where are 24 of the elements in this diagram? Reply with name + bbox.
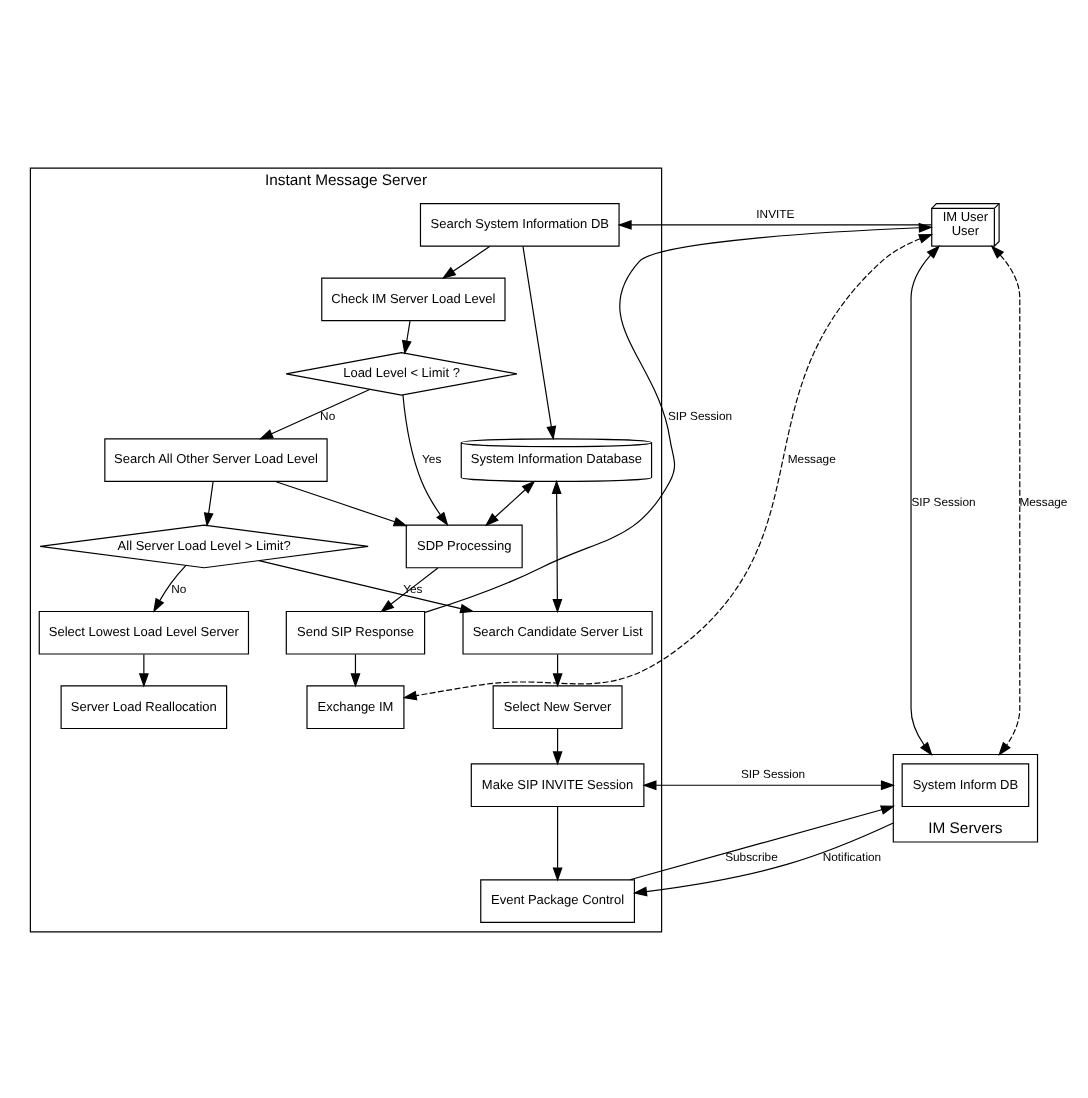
arrow	[138, 652, 149, 687]
arrow	[552, 805, 563, 881]
arrow	[552, 727, 563, 765]
arrow	[350, 652, 361, 687]
arrow	[153, 564, 187, 612]
arrow	[441, 245, 491, 278]
arrow	[629, 804, 895, 880]
arrow	[203, 480, 214, 526]
arrow	[552, 652, 563, 687]
arrow	[485, 479, 536, 526]
arrow	[258, 559, 475, 613]
arrow	[910, 244, 941, 755]
arrow	[274, 479, 408, 526]
arrow	[632, 821, 894, 896]
arrow	[402, 233, 934, 700]
arrow	[401, 319, 412, 354]
arrow	[642, 779, 896, 790]
arrow	[551, 478, 563, 613]
arrow	[990, 244, 1021, 755]
arrow	[617, 218, 932, 229]
arrow	[259, 387, 371, 439]
arrow	[402, 393, 449, 526]
arrow	[522, 244, 557, 440]
arrow	[380, 566, 439, 612]
